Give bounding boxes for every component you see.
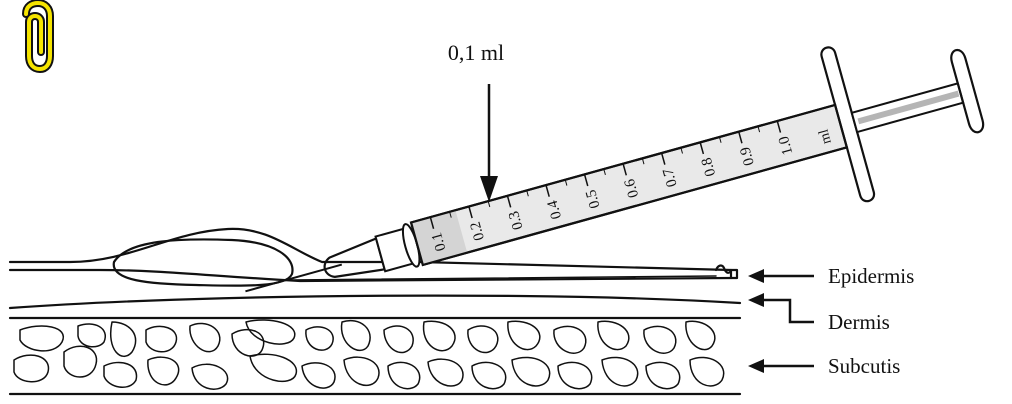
label-epidermis: Epidermis xyxy=(748,264,914,288)
label-subcutis: Subcutis xyxy=(748,354,900,378)
paperclip-icon[interactable] xyxy=(26,3,50,69)
subcutis-fat-cells xyxy=(14,320,724,389)
dose-label: 0,1 ml xyxy=(448,40,504,65)
svg-text:Subcutis: Subcutis xyxy=(828,354,900,378)
svg-text:Epidermis: Epidermis xyxy=(828,264,914,288)
dose-arrow xyxy=(480,84,498,202)
dermis-layer xyxy=(10,296,740,394)
svg-text:Dermis: Dermis xyxy=(828,310,890,334)
label-dermis: Dermis xyxy=(748,293,890,334)
